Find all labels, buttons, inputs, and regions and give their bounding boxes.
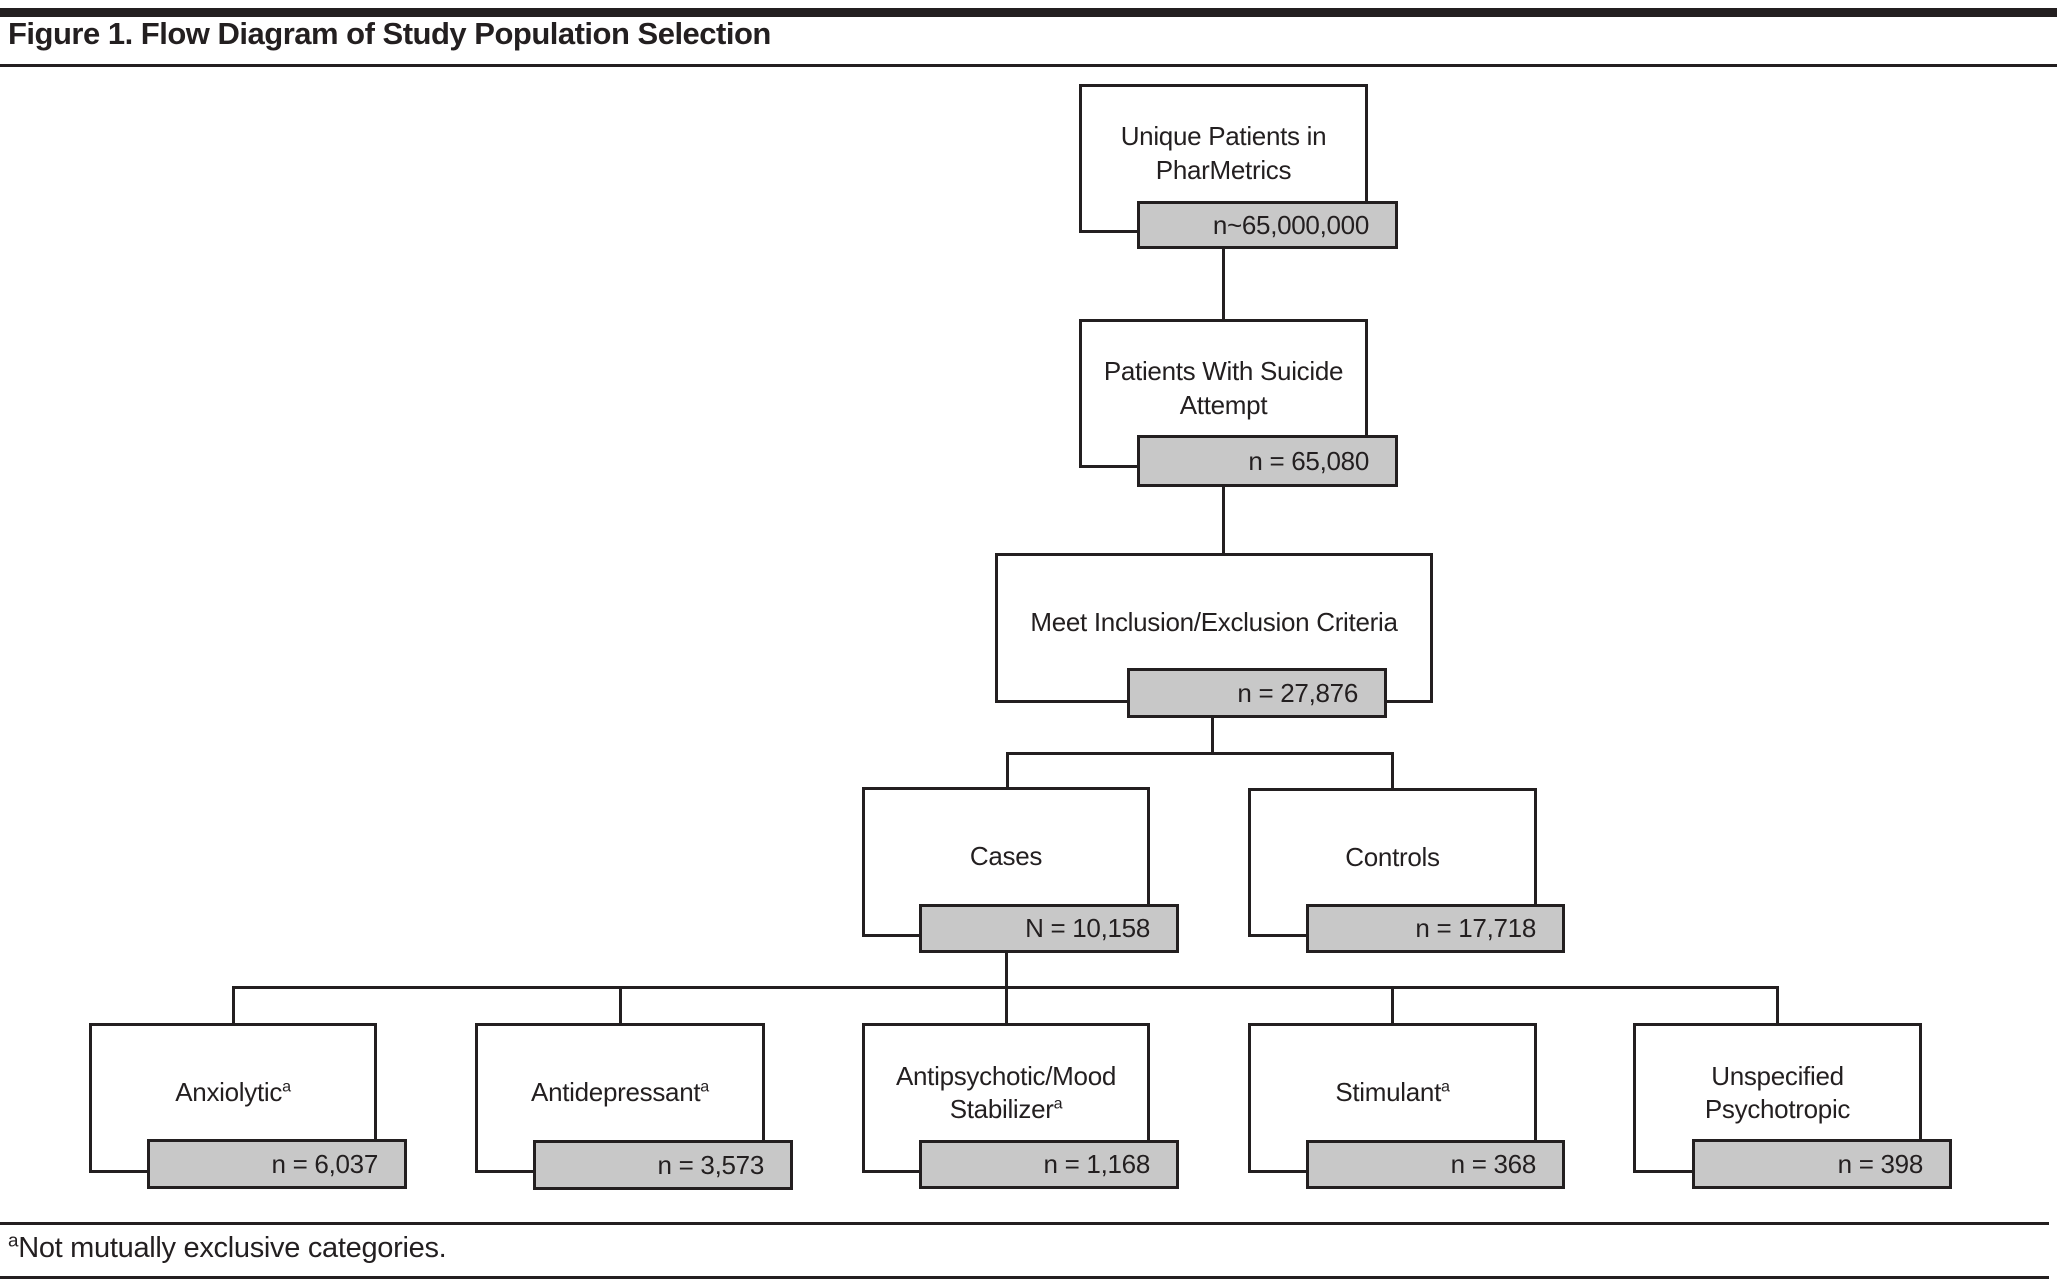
node-label: Anxiolytica bbox=[175, 1077, 291, 1108]
connector-branch-to-controls bbox=[1391, 752, 1394, 790]
branch-bar-cases-controls bbox=[1006, 752, 1394, 755]
count-badge-suicide-attempt: n = 65,080 bbox=[1137, 435, 1398, 487]
node-label: Antidepressanta bbox=[531, 1077, 709, 1108]
connector-unique-to-suicide bbox=[1222, 249, 1225, 321]
footnote-marker: a bbox=[700, 1077, 709, 1096]
node-label: Controls bbox=[1345, 841, 1440, 872]
footnote-marker: a bbox=[282, 1077, 291, 1096]
count-badge-antipsychotic: n = 1,168 bbox=[919, 1140, 1179, 1189]
count-badge-anxiolytic: n = 6,037 bbox=[147, 1139, 407, 1189]
count-badge-unspecified: n = 398 bbox=[1692, 1139, 1952, 1189]
node-label: Patients With Suicide Attempt bbox=[1103, 356, 1344, 420]
figure-title: Figure 1. Flow Diagram of Study Populati… bbox=[8, 16, 771, 51]
footnote-marker: a bbox=[1053, 1094, 1063, 1113]
footnote-rule-top bbox=[0, 1222, 2049, 1225]
connector-criteria-down bbox=[1211, 718, 1214, 755]
node-label: Unique Patients in PharMetrics bbox=[1120, 121, 1327, 185]
node-label: Antipsychotic/Mood Stabilizera bbox=[895, 1060, 1117, 1124]
count-badge-stimulant: n = 368 bbox=[1306, 1140, 1565, 1189]
count-badge-antidepressant: n = 3,573 bbox=[533, 1140, 793, 1190]
connector-cases-down bbox=[1005, 953, 1008, 1025]
title-rule-bottom bbox=[0, 64, 2057, 67]
connector-branch-to-stimulant bbox=[1391, 986, 1394, 1025]
node-label: Meet Inclusion/Exclusion Criteria bbox=[1030, 607, 1398, 638]
connector-branch-to-antidepressant bbox=[619, 986, 622, 1025]
node-label: Unspecified Psychotropic bbox=[1704, 1060, 1851, 1124]
title-rule-top bbox=[0, 8, 2057, 17]
connector-branch-to-unspecified bbox=[1776, 986, 1779, 1025]
footnote-text: Not mutually exclusive categories. bbox=[18, 1232, 447, 1264]
count-badge-unique-patients: n~65,000,000 bbox=[1137, 201, 1398, 249]
node-label: Stimulanta bbox=[1335, 1077, 1450, 1108]
branch-bar-medications bbox=[232, 986, 1779, 989]
footnote-marker: a bbox=[8, 1229, 19, 1251]
node-label: Cases bbox=[969, 841, 1043, 872]
count-badge-criteria: n = 27,876 bbox=[1127, 668, 1387, 718]
connector-branch-to-cases bbox=[1006, 752, 1009, 789]
connector-branch-to-anxiolytic bbox=[232, 986, 235, 1025]
figure-footnote: aNot mutually exclusive categories. bbox=[8, 1229, 447, 1265]
footnote-marker: a bbox=[1441, 1077, 1450, 1096]
footnote-rule-bottom bbox=[0, 1276, 2049, 1279]
connector-suicide-to-criteria bbox=[1222, 487, 1225, 555]
count-badge-controls: n = 17,718 bbox=[1306, 904, 1565, 953]
count-badge-cases: N = 10,158 bbox=[919, 904, 1179, 953]
